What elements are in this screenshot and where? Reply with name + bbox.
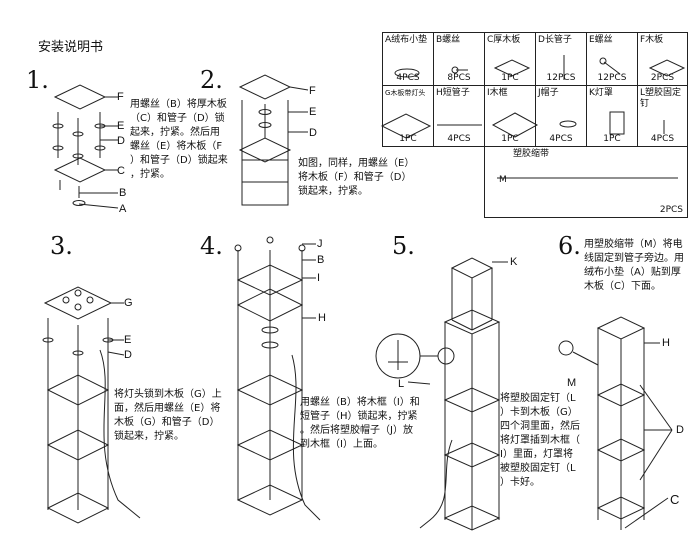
s2-callout-d: D xyxy=(309,127,317,139)
s1-callout-d: D xyxy=(117,135,125,147)
step-5-drawing xyxy=(375,257,508,531)
step-2-text: 如图，同样，用螺丝（E）将木板（F）和管子（D）锁起来，拧紧。 xyxy=(298,158,415,197)
s1-callout-b: B xyxy=(119,187,127,199)
step-2-drawing xyxy=(238,74,309,206)
step-5-number: 5. xyxy=(392,232,415,260)
s3-callout-e: E xyxy=(124,334,132,346)
step-3-drawing xyxy=(42,286,141,524)
s1-callout-c: C xyxy=(117,165,125,177)
step-4-text: 用螺丝（B）将木框（I）和短管子（H）锁起来，拧紧。然后将塑胶帽子（J）放到木框… xyxy=(300,397,420,450)
step-1-number: 1. xyxy=(26,66,49,94)
step-2-number: 2. xyxy=(200,66,223,94)
step-6-drawing xyxy=(558,316,673,530)
step-3-text: 将灯头锁到木板（G）上面，然后用螺丝（E）将木板（G）和管子（D）锁起来，拧紧。 xyxy=(114,389,222,442)
step-6-number: 6. xyxy=(558,232,581,260)
s6-callout-c: C xyxy=(670,492,680,507)
part-m: 塑胶缩带 M 2PCS xyxy=(484,146,688,218)
s4-callout-i: I xyxy=(317,272,321,284)
page-title: 安装说明书 xyxy=(38,40,104,55)
s6-callout-d: D xyxy=(676,424,684,436)
s1-callout-a: A xyxy=(119,203,127,215)
s3-callout-g: G xyxy=(124,297,133,309)
s6-callout-h: H xyxy=(662,337,670,349)
parts-thumbnails xyxy=(380,55,686,179)
s4-callout-j: J xyxy=(317,238,323,250)
s2-callout-f: F xyxy=(309,85,316,97)
s5-callout-k: K xyxy=(510,256,518,268)
s3-callout-d: D xyxy=(124,349,132,361)
s6-callout-m: M xyxy=(567,377,577,389)
step-1-text: 用螺丝（B）将厚木板（C）和管子（D）锁起来，拧紧。然后用螺丝（E）将木板（F）… xyxy=(130,99,228,180)
step-5-text: 将塑胶固定钉（L）卡到木板（G）四个洞里面，然后将灯罩插到木框（I）里面，灯罩将… xyxy=(500,393,580,488)
step-4-drawing xyxy=(234,236,321,521)
s2-callout-e: E xyxy=(309,106,317,118)
s5-callout-l: L xyxy=(398,378,405,390)
step-3-number: 3. xyxy=(50,232,73,260)
step-4-number: 4. xyxy=(200,232,223,260)
s4-callout-b: B xyxy=(317,254,325,266)
s1-callout-e: E xyxy=(117,120,125,132)
s1-callout-f: F xyxy=(117,91,124,103)
step-1-drawing xyxy=(52,84,119,209)
s4-callout-h: H xyxy=(318,312,326,324)
step-6-text: 用塑胶缩带（M）将电线固定到管子旁边。用绒布小垫（A）贴到厚木板（C）下面。 xyxy=(584,239,684,292)
